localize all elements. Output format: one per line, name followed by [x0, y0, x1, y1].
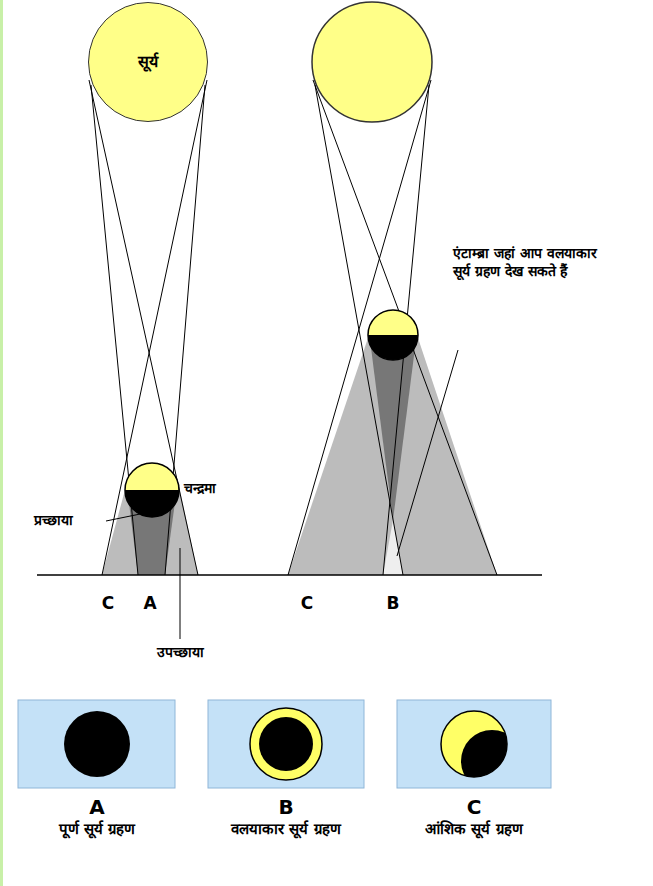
- edge-strip: [0, 0, 3, 886]
- body-name: सूर्य: [138, 52, 158, 73]
- eclipsed-sun: [64, 711, 130, 777]
- moon-symbol: [125, 463, 179, 517]
- leader-line: [106, 350, 458, 639]
- sun-ring: [250, 708, 322, 780]
- eclipse-panel: Cआंशिक सूर्य ग्रहण: [384, 700, 564, 850]
- position-letter: C: [96, 592, 120, 614]
- penumbra-label: उपच्छाया: [130, 643, 230, 661]
- panel-letter: A: [7, 794, 187, 820]
- eclipse-panel: Bवलयाकार सूर्य ग्रहण: [196, 700, 376, 850]
- panel-caption: आंशिक सूर्य ग्रहण: [384, 820, 564, 840]
- penumbra-region: [288, 338, 497, 575]
- moon-symbol: [368, 310, 418, 360]
- sun-outline: [441, 711, 507, 777]
- ground-line: [37, 574, 542, 576]
- position-letter: C: [295, 592, 319, 614]
- light-rays: [89, 80, 207, 575]
- light-rays: [288, 80, 497, 575]
- moon-label: चन्द्रमा: [184, 479, 274, 497]
- panel-caption: पूर्ण सूर्य ग्रहण: [7, 820, 187, 840]
- sky-panel: [208, 700, 364, 788]
- panel-letter: B: [196, 794, 376, 820]
- umbra-label: प्रच्छाया: [34, 511, 106, 529]
- antumbra-callout: एंटाम्ब्रा जहां आप वलयाकार सूर्य ग्रहण द…: [453, 244, 611, 280]
- position-letter: A: [138, 592, 162, 614]
- position-letter: B: [381, 592, 405, 614]
- moon-disc: [461, 730, 523, 792]
- panel-caption: वलयाकार सूर्य ग्रहण: [196, 820, 376, 840]
- eclipse-panel: Aपूर्ण सूर्य ग्रहण: [7, 700, 187, 850]
- panel-letter: C: [384, 794, 564, 820]
- moon-disc: [259, 717, 313, 771]
- sun-circle: [312, 2, 432, 122]
- sun-circle: सूर्य: [88, 2, 208, 122]
- sky-panel: [18, 700, 175, 788]
